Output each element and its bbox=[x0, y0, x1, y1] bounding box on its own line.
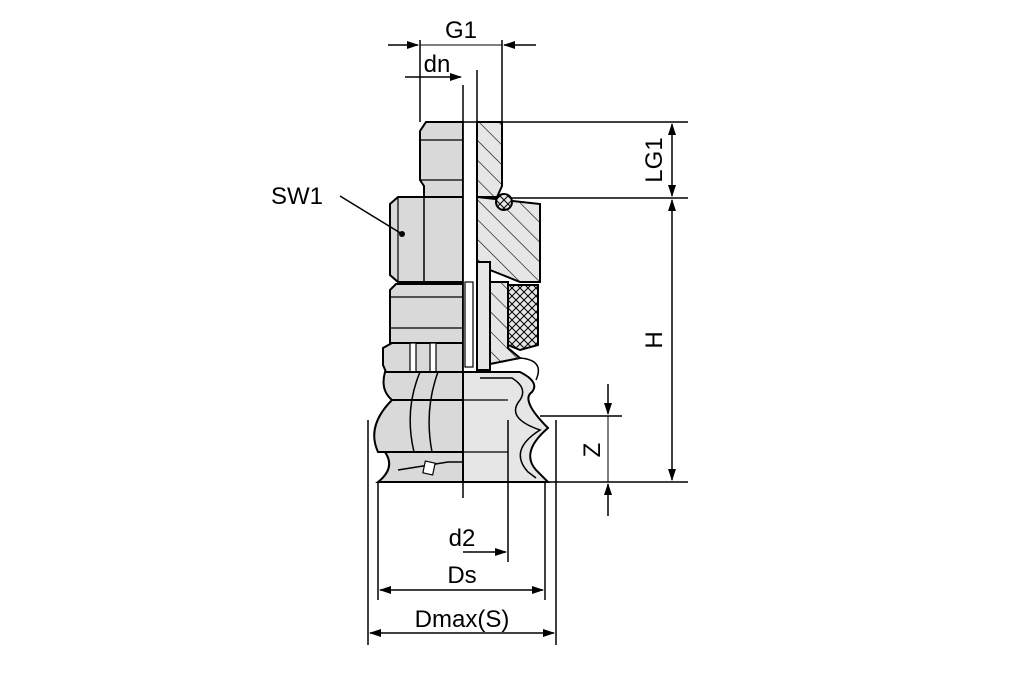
exterior-view bbox=[373, 121, 464, 483]
dimension-lines bbox=[339, 40, 688, 645]
label-g1: G1 bbox=[445, 17, 477, 44]
bellows-fold bbox=[373, 399, 464, 453]
sleeve-section bbox=[476, 261, 491, 371]
slotted-body bbox=[382, 342, 464, 373]
label-dmax: Dmax(S) bbox=[415, 606, 510, 633]
label-sw1: SW1 bbox=[271, 183, 323, 210]
label-d2: d2 bbox=[449, 525, 476, 552]
body-collar bbox=[389, 283, 464, 344]
label-ds: Ds bbox=[447, 562, 476, 589]
label-dn: dn bbox=[424, 51, 451, 78]
sw1-leader-dot bbox=[399, 231, 405, 237]
section-view bbox=[462, 121, 551, 483]
thread-nipple bbox=[419, 121, 464, 198]
bellows-upper bbox=[382, 371, 464, 401]
hex-nut bbox=[389, 196, 464, 283]
label-h: H bbox=[641, 331, 668, 348]
nipple-section bbox=[476, 121, 503, 198]
o-ring bbox=[495, 193, 513, 211]
label-lg1: LG1 bbox=[641, 137, 668, 182]
label-z: Z bbox=[579, 443, 606, 458]
seal-section bbox=[507, 284, 539, 352]
bellows-section bbox=[462, 371, 551, 483]
